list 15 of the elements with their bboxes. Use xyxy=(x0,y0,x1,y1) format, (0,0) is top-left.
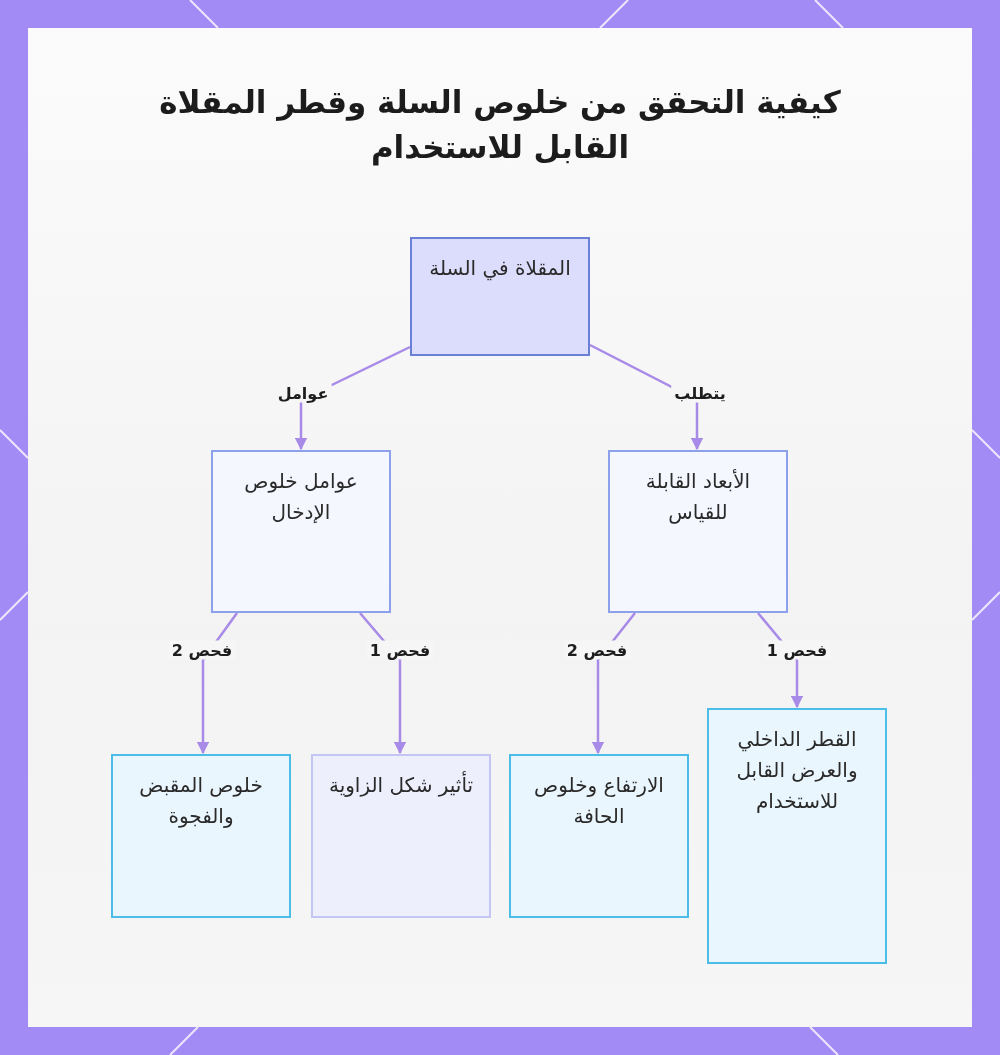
node-label: المقلاة في السلة xyxy=(429,255,571,283)
node-label: الأبعاد القابلة للقياس xyxy=(644,468,752,526)
node-label: خلوص المقبض والفجوة xyxy=(138,772,264,830)
process-box xyxy=(211,450,391,613)
node-label: تأثير شكل الزاوية xyxy=(328,770,474,799)
process-box xyxy=(608,450,788,613)
process-box xyxy=(707,708,887,964)
process-box xyxy=(311,754,491,918)
node-label: القطر الداخلي والعرض القابل للاستخدام xyxy=(735,726,859,815)
node-label: عوامل خلوص الإدخال xyxy=(243,468,359,526)
process-box xyxy=(509,754,689,918)
node-label: الارتفاع وخلوص الحافة xyxy=(533,772,665,830)
process-box xyxy=(410,237,590,356)
process-box xyxy=(111,754,291,918)
diagram-title: كيفية التحقق من خلوص السلة وقطر المقلاة القابل للاستخدام xyxy=(158,83,842,168)
